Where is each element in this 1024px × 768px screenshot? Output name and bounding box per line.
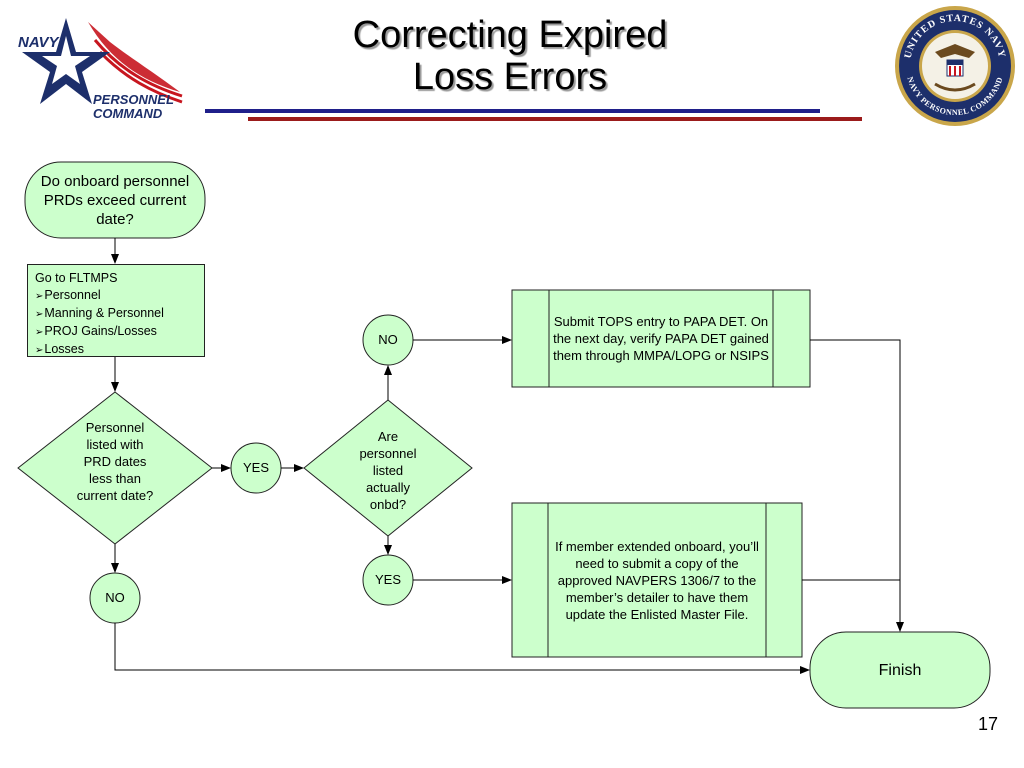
decision2-yes-label: YES bbox=[374, 572, 401, 587]
fltmps-menu-item: Losses bbox=[35, 341, 204, 359]
page-number: 17 bbox=[978, 714, 999, 734]
start-text: Do onboard personnel PRDs exceed current… bbox=[40, 172, 190, 228]
logo-command-text: COMMAND bbox=[93, 106, 163, 121]
decision2-no-label: NO bbox=[378, 332, 398, 347]
connectors bbox=[111, 238, 904, 674]
slide-title: Correcting Expired Loss Errors bbox=[280, 14, 740, 98]
fltmps-menu-item: Personnel bbox=[35, 287, 204, 305]
fltmps-heading: Go to FLTMPS bbox=[35, 271, 118, 285]
logo-navy-text: NAVY bbox=[18, 34, 61, 51]
slide-title-line1: Correcting Expired bbox=[352, 14, 668, 56]
fltmps-menu-item: Manning & Personnel bbox=[35, 305, 204, 323]
us-navy-seal: UNITED STATES NAVY NAVY PERSONNEL COMMAN… bbox=[895, 6, 1015, 126]
navy-personnel-command-logo: NAVY PERSONNEL COMMAND bbox=[18, 18, 183, 121]
process-extended-text: If member extended onboard, you’ll need … bbox=[555, 538, 759, 622]
process-extended-box bbox=[511, 502, 803, 658]
fltmps-menu-item: PROJ Gains/Losses bbox=[35, 323, 204, 341]
process-tops-box bbox=[511, 289, 811, 388]
logo-personnel-text: PERSONNEL bbox=[93, 92, 174, 107]
finish-terminator bbox=[809, 631, 991, 709]
arrow-tops-to-finish bbox=[810, 339, 904, 632]
decision1-text: Personnel listed with PRD dates less tha… bbox=[76, 420, 154, 503]
decision1-no-label: NO bbox=[105, 590, 125, 605]
process-tops-text: Submit TOPS entry to PAPA DET. On the ne… bbox=[553, 314, 769, 363]
slide-title-line2: Loss Errors bbox=[412, 56, 608, 98]
fltmps-menu-list: Personnel Manning & Personnel PROJ Gains… bbox=[35, 287, 204, 359]
decision2-text: Are personnel listed actually onbd? bbox=[359, 429, 417, 512]
finish-text: Finish bbox=[878, 661, 922, 679]
fltmps-menu-box: Go to FLTMPS Personnel Manning & Personn… bbox=[27, 264, 205, 357]
arrow-no-to-finish bbox=[114, 623, 810, 674]
decision1-yes-label: YES bbox=[242, 460, 269, 475]
